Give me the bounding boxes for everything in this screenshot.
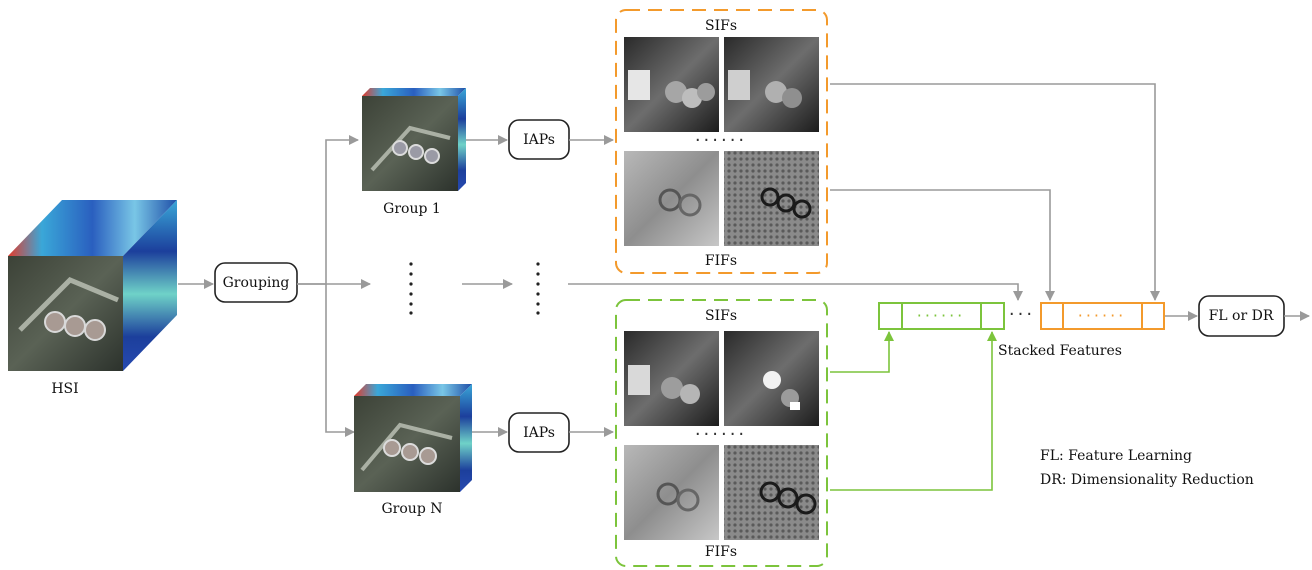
feature-panel-top bbox=[615, 9, 828, 274]
green-connectors bbox=[830, 331, 997, 491]
hsi-label: HSI bbox=[51, 381, 78, 397]
hsi-cube-image bbox=[8, 200, 177, 371]
iaps-box-top[interactable]: IAPs bbox=[508, 119, 570, 160]
iaps-label-top: IAPs bbox=[523, 132, 555, 148]
sif-images-top bbox=[624, 37, 819, 132]
ellipsis-bottom: ······ bbox=[695, 424, 747, 445]
sif-images-bottom bbox=[624, 331, 819, 426]
iaps-label-bottom: IAPs bbox=[523, 425, 555, 441]
groupN-label: Group N bbox=[382, 501, 443, 517]
fifs-label-top: FIFs bbox=[705, 253, 737, 269]
between-vectors-ellipsis: ··· bbox=[1009, 304, 1035, 325]
legend-fl: FL: Feature Learning bbox=[1040, 448, 1192, 464]
iaps-box-bottom[interactable]: IAPs bbox=[508, 412, 570, 453]
orange-feature-vector: ······ bbox=[1040, 302, 1165, 330]
sifs-label-top: SIFs bbox=[705, 18, 737, 34]
green-feature-vector: ······ bbox=[878, 302, 1005, 330]
fl-or-dr-box[interactable]: FL or DR bbox=[1198, 295, 1285, 337]
grouping-box[interactable]: Grouping bbox=[214, 262, 298, 303]
stacked-features-label: Stacked Features bbox=[998, 343, 1122, 359]
fif-images-bottom bbox=[624, 445, 819, 540]
grouping-label: Grouping bbox=[223, 275, 290, 291]
grouping-branch-lines bbox=[297, 135, 371, 437]
ellipsis-top: ······ bbox=[695, 130, 747, 151]
fif-images-top bbox=[624, 151, 819, 246]
middle-vertical-ellipsis bbox=[409, 262, 540, 315]
group1-image bbox=[362, 88, 466, 191]
fl-or-dr-label: FL or DR bbox=[1209, 308, 1274, 324]
gray-connectors bbox=[568, 83, 1160, 301]
sifs-label-bottom: SIFs bbox=[705, 308, 737, 324]
svg-text:······: ······ bbox=[1078, 306, 1127, 325]
svg-text:······: ······ bbox=[917, 306, 966, 325]
legend-dr: DR: Dimensionality Reduction bbox=[1040, 472, 1254, 488]
groupN-image bbox=[354, 384, 472, 492]
group1-label: Group 1 bbox=[383, 201, 441, 217]
fifs-label-bottom: FIFs bbox=[705, 544, 737, 560]
feature-panel-bottom bbox=[615, 299, 828, 567]
